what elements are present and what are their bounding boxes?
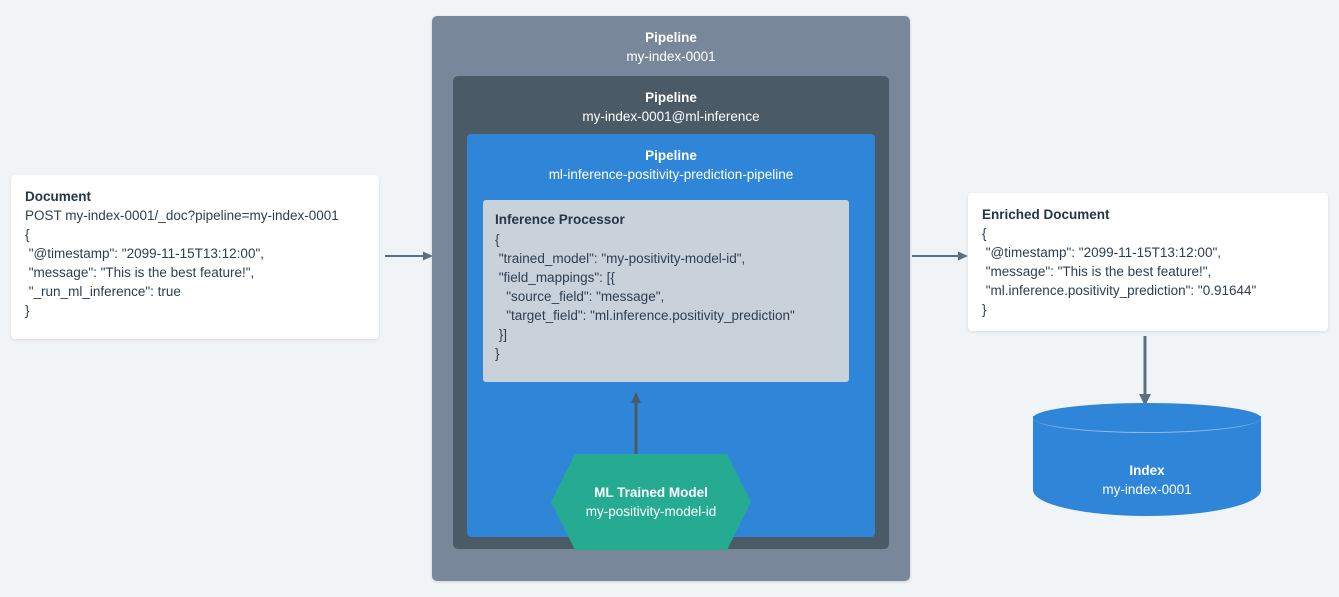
pipeline-inner-label: Pipeline	[645, 148, 697, 163]
enriched-document-line-3: "ml.inference.positivity_prediction": "0…	[982, 283, 1257, 298]
document-card-title: Document	[25, 189, 92, 204]
document-card: Document POST my-index-0001/_doc?pipelin…	[11, 175, 379, 339]
inference-processor-title: Inference Processor	[495, 212, 625, 227]
arrow-model-to-processor-icon	[628, 392, 644, 456]
document-card-line-0: POST my-index-0001/_doc?pipeline=my-inde…	[25, 208, 339, 223]
document-card-line-4: "_run_ml_inference": true	[25, 284, 181, 299]
pipeline-outer-heading: Pipeline my-index-0001	[432, 16, 910, 67]
ml-trained-model-hexagon: ML Trained Model my-positivity-model-id	[551, 454, 751, 550]
inference-processor-line-1: "trained_model": "my-positivity-model-id…	[495, 251, 746, 266]
inference-processor-line-0: {	[495, 232, 500, 247]
arrow-document-to-pipeline-icon	[385, 248, 433, 264]
pipeline-inner-positivity-prediction: Pipeline ml-inference-positivity-predict…	[467, 134, 875, 550]
index-cylinder: Index my-index-0001	[1033, 403, 1261, 529]
ml-trained-model-name: my-positivity-model-id	[585, 503, 717, 519]
pipeline-mid-name: my-index-0001@ml-inference	[582, 109, 760, 124]
inference-processor-line-2: "field_mappings": [{	[495, 270, 615, 285]
index-cylinder-top	[1033, 403, 1261, 433]
pipeline-inner-heading: Pipeline ml-inference-positivity-predict…	[467, 134, 875, 185]
pipeline-mid-label: Pipeline	[645, 90, 697, 105]
inference-processor-box: Inference Processor { "trained_model": "…	[483, 200, 849, 382]
index-title: Index	[1129, 463, 1165, 478]
enriched-document-line-0: {	[982, 226, 987, 241]
pipeline-mid-ml-inference: Pipeline my-index-0001@ml-inference Pipe…	[453, 76, 889, 550]
pipeline-outer-label: Pipeline	[645, 30, 697, 45]
index-name: my-index-0001	[1102, 482, 1192, 497]
enriched-document-line-1: "@timestamp": "2099-11-15T13:12:00",	[982, 245, 1221, 260]
ml-trained-model-title: ML Trained Model	[594, 484, 708, 500]
enriched-document-line-2: "message": "This is the best feature!",	[982, 264, 1212, 279]
ml-trained-model-shape: ML Trained Model my-positivity-model-id	[551, 454, 751, 550]
inference-processor-line-3: "source_field": "message",	[495, 289, 665, 304]
arrow-enriched-document-to-index-icon	[1137, 336, 1153, 406]
enriched-document-title: Enriched Document	[982, 207, 1110, 222]
document-card-line-1: {	[25, 227, 30, 242]
pipeline-outer-name: my-index-0001	[626, 49, 716, 64]
arrow-pipeline-to-enriched-document-icon	[912, 248, 968, 264]
index-cylinder-label: Index my-index-0001	[1033, 461, 1261, 500]
pipeline-inner-name: ml-inference-positivity-prediction-pipel…	[548, 167, 794, 182]
document-card-line-3: "message": "This is the best feature!",	[25, 265, 255, 280]
inference-processor-line-6: }	[495, 346, 500, 361]
enriched-document-line-4: }	[982, 302, 987, 317]
enriched-document-card: Enriched Document { "@timestamp": "2099-…	[968, 193, 1328, 331]
inference-processor-line-4: "target_field": "ml.inference.positivity…	[495, 308, 795, 323]
inference-processor-line-5: }]	[495, 327, 508, 342]
document-card-line-2: "@timestamp": "2099-11-15T13:12:00",	[25, 246, 264, 261]
document-card-line-5: }	[25, 303, 30, 318]
pipeline-outer-my-index-0001: Pipeline my-index-0001 Pipeline my-index…	[432, 16, 910, 581]
pipeline-mid-heading: Pipeline my-index-0001@ml-inference	[453, 76, 889, 127]
